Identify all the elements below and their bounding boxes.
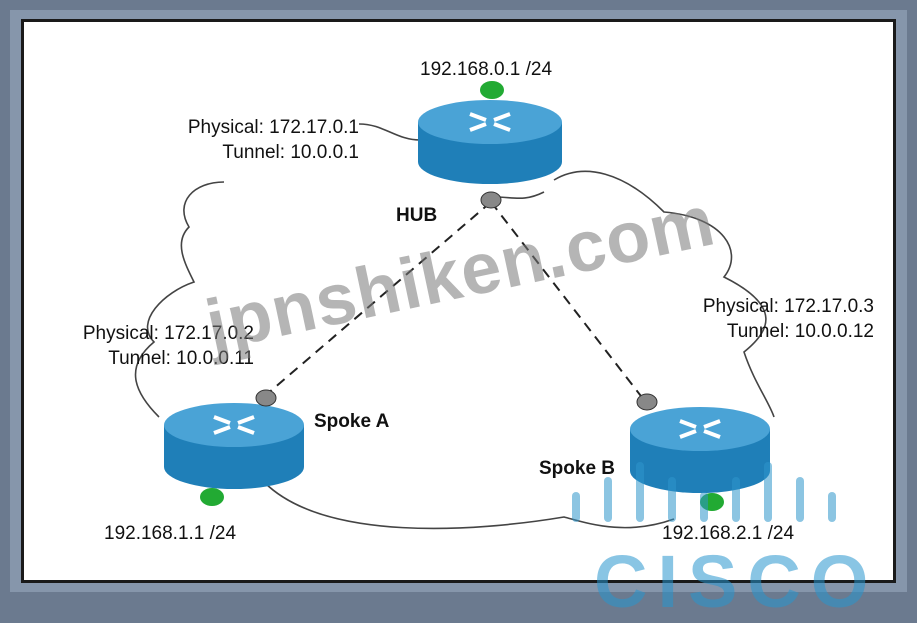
spoke-a-lan-label: 192.168.1.1 /24 (104, 523, 237, 544)
tunnel-hub-spoke-b (490, 201, 645, 401)
hub-lan-dot (480, 81, 504, 99)
spoke-b-lan-label: 192.168.2.1 /24 (662, 523, 795, 544)
hub-tunnel-label: Tunnel: 10.0.0.1 (222, 142, 359, 163)
outer-frame: 192.168.0.1 /24 Physical: 172.17.0.1 Tun… (10, 10, 907, 622)
spoke-a-name-label: Spoke A (314, 411, 390, 432)
spoke-b-tunnel-label: Tunnel: 10.0.0.12 (726, 321, 874, 342)
spoke-b-name-label: Spoke B (539, 458, 616, 479)
spoke-b-tunnel-dot (636, 393, 658, 411)
spoke-a-tunnel-dot (255, 389, 277, 407)
spoke-b-physical-label: Physical: 172.17.0.3 (702, 296, 874, 317)
hub-lan-label: 192.168.0.1 /24 (420, 59, 553, 80)
spoke-a-tunnel-label: Tunnel: 10.0.0.11 (108, 348, 254, 369)
hub-name-label: HUB (396, 205, 438, 226)
spoke-a-lan-dot (200, 488, 224, 506)
diagram-svg (134, 81, 836, 530)
cloud-outline (134, 123, 775, 530)
hub-tunnel-dot (480, 191, 502, 209)
diagram-canvas: 192.168.0.1 /24 Physical: 172.17.0.1 Tun… (21, 19, 896, 622)
cisco-logo-word: CISCO (594, 540, 879, 623)
spoke-a-physical-label: Physical: 172.17.0.2 (82, 323, 254, 344)
hub-physical-label: Physical: 172.17.0.1 (187, 117, 359, 138)
hub-router-icon (418, 100, 562, 184)
tunnel-hub-spoke-a (265, 201, 492, 396)
spoke-b-router-icon (630, 407, 770, 493)
spoke-a-router-icon (164, 403, 304, 489)
cisco-bars-logo (572, 462, 836, 522)
